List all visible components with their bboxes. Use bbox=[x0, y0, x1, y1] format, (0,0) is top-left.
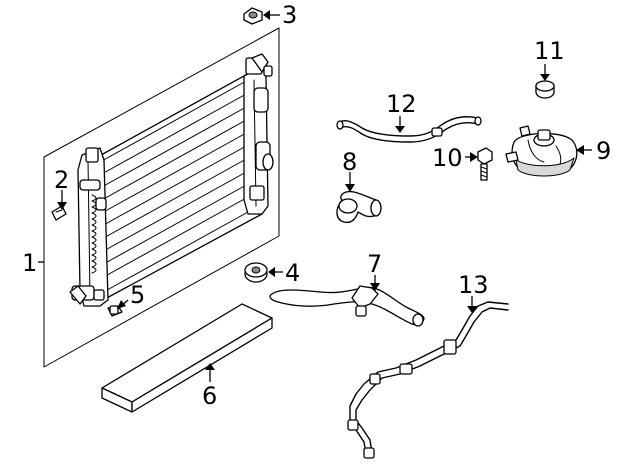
overflow-tube[interactable] bbox=[347, 301, 509, 459]
callout-5: 5 bbox=[130, 281, 145, 309]
arrow-4 bbox=[268, 267, 275, 277]
seal[interactable] bbox=[101, 303, 273, 413]
callout-3: 3 bbox=[282, 1, 297, 29]
callout-9: 9 bbox=[596, 137, 611, 165]
bolt[interactable] bbox=[477, 147, 493, 181]
arrow-3 bbox=[263, 10, 270, 20]
arrow-5 bbox=[117, 300, 126, 309]
arrow-7 bbox=[370, 283, 380, 291]
callout-13: 13 bbox=[458, 271, 489, 299]
lower-mount[interactable] bbox=[244, 262, 268, 283]
upper-mount[interactable] bbox=[243, 7, 263, 25]
reservoir[interactable] bbox=[505, 125, 578, 177]
callout-7: 7 bbox=[367, 250, 382, 278]
lower-hose[interactable] bbox=[269, 285, 425, 327]
upper-hose[interactable] bbox=[336, 116, 482, 143]
callout-2: 2 bbox=[54, 166, 69, 194]
callout-4: 4 bbox=[285, 259, 300, 287]
callout-11: 11 bbox=[534, 37, 565, 65]
arrow-13 bbox=[467, 306, 477, 313]
arrow-2 bbox=[57, 202, 67, 210]
arrow-9 bbox=[576, 145, 584, 155]
radiator[interactable] bbox=[43, 27, 280, 368]
cap[interactable] bbox=[535, 80, 555, 99]
hose[interactable] bbox=[336, 190, 382, 224]
arrow-12 bbox=[395, 126, 405, 133]
callout-1: 1 bbox=[22, 249, 37, 277]
arrow-6 bbox=[205, 363, 215, 370]
arrow-8 bbox=[345, 184, 355, 192]
callout-10: 10 bbox=[432, 144, 463, 172]
clip[interactable] bbox=[51, 205, 67, 221]
callout-8: 8 bbox=[342, 148, 357, 176]
arrow-10 bbox=[470, 152, 478, 162]
arrow-11 bbox=[540, 74, 550, 81]
drain-plug[interactable] bbox=[107, 305, 123, 317]
callout-12: 12 bbox=[386, 90, 417, 118]
callout-6: 6 bbox=[202, 382, 217, 410]
